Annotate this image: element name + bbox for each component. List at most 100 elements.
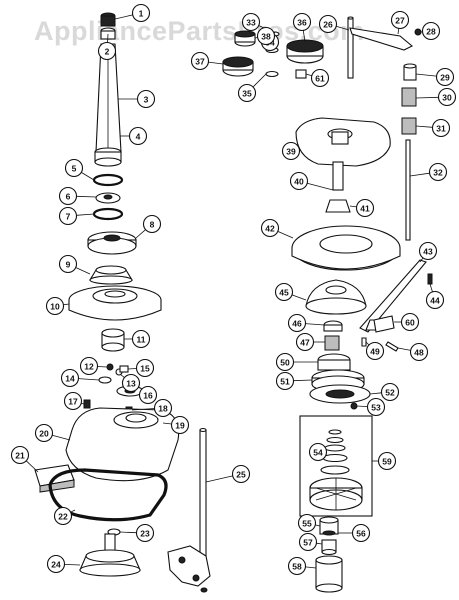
callout-45: 45 bbox=[274, 282, 294, 302]
callout-number-47: 47 bbox=[300, 338, 310, 348]
callout-54: 54 bbox=[308, 442, 328, 462]
callout-circle-6 bbox=[58, 186, 78, 206]
leader-line-7 bbox=[76, 213, 95, 216]
callout-39: 39 bbox=[281, 141, 301, 161]
callout-38: 38 bbox=[256, 26, 276, 46]
callout-40: 40 bbox=[289, 171, 309, 191]
leader-line-26 bbox=[336, 25, 350, 31]
callout-circle-14 bbox=[60, 368, 80, 388]
callout-number-24: 24 bbox=[51, 560, 61, 570]
leader-line-37 bbox=[208, 61, 224, 65]
callout-55: 55 bbox=[297, 513, 317, 533]
callout-4: 4 bbox=[128, 126, 148, 146]
callout-5: 5 bbox=[64, 158, 84, 178]
callout-circle-23 bbox=[135, 523, 155, 543]
callout-number-60: 60 bbox=[405, 318, 415, 328]
callout-number-41: 41 bbox=[360, 204, 370, 214]
leader-line-40 bbox=[307, 182, 334, 191]
leader-line-6 bbox=[76, 195, 97, 198]
callout-number-21: 21 bbox=[15, 451, 25, 461]
callout-circle-47 bbox=[295, 332, 315, 352]
callout-25: 25 bbox=[231, 464, 251, 484]
leader-line-45 bbox=[291, 294, 307, 301]
callout-number-37: 37 bbox=[195, 57, 205, 67]
callout-circle-31 bbox=[431, 118, 451, 138]
callout-46: 46 bbox=[287, 313, 307, 333]
callout-number-10: 10 bbox=[50, 302, 60, 312]
callout-number-13: 13 bbox=[126, 379, 136, 389]
leader-line-32 bbox=[409, 172, 430, 177]
callout-33: 33 bbox=[241, 12, 261, 32]
callout-number-55: 55 bbox=[302, 519, 312, 529]
leader-line-42 bbox=[277, 231, 294, 239]
leader-line-51 bbox=[293, 379, 313, 382]
callout-number-31: 31 bbox=[436, 124, 446, 134]
leader-line-21 bbox=[25, 460, 39, 473]
callout-41: 41 bbox=[355, 198, 375, 218]
callout-28: 28 bbox=[421, 21, 441, 41]
callout-circle-33 bbox=[241, 12, 261, 32]
callout-number-11: 11 bbox=[137, 335, 146, 345]
callout-56: 56 bbox=[351, 523, 371, 543]
callout-number-45: 45 bbox=[279, 288, 289, 298]
callout-circle-18 bbox=[153, 398, 173, 418]
callout-number-12: 12 bbox=[84, 362, 94, 372]
callout-number-23: 23 bbox=[140, 529, 150, 539]
callout-15: 15 bbox=[135, 358, 155, 378]
callout-number-33: 33 bbox=[246, 18, 256, 28]
callout-44: 44 bbox=[425, 290, 445, 310]
left-parts bbox=[34, 12, 211, 593]
callout-number-26: 26 bbox=[323, 20, 333, 30]
callout-circle-26 bbox=[318, 14, 338, 34]
callout-number-9: 9 bbox=[66, 260, 71, 270]
callout-number-29: 29 bbox=[440, 73, 450, 83]
callout-21: 21 bbox=[10, 445, 30, 465]
callout-number-51: 51 bbox=[280, 377, 290, 387]
callout-9: 9 bbox=[58, 254, 78, 274]
callout-circle-43 bbox=[418, 241, 438, 261]
callout-number-44: 44 bbox=[430, 296, 440, 306]
callout-number-2: 2 bbox=[105, 47, 110, 57]
callout-circle-49 bbox=[365, 341, 385, 361]
callout-circle-9 bbox=[58, 254, 78, 274]
callout-circle-28 bbox=[421, 21, 441, 41]
callout-circle-3 bbox=[136, 89, 156, 109]
callout-17: 17 bbox=[63, 391, 83, 411]
callout-circle-46 bbox=[287, 313, 307, 333]
leader-line-20 bbox=[52, 434, 71, 441]
callout-number-53: 53 bbox=[371, 403, 381, 413]
callout-number-19: 19 bbox=[175, 421, 185, 431]
leader-line-5 bbox=[81, 172, 95, 181]
leader-line-58 bbox=[305, 566, 317, 569]
callout-13: 13 bbox=[121, 373, 141, 393]
leader-line-14 bbox=[78, 378, 100, 381]
callout-number-28: 28 bbox=[426, 27, 436, 37]
callout-circle-27 bbox=[390, 10, 410, 30]
leader-line-53 bbox=[356, 405, 368, 407]
callout-3: 3 bbox=[136, 89, 156, 109]
callout-circle-52 bbox=[380, 382, 400, 402]
callout-circle-24 bbox=[46, 554, 66, 574]
callout-circle-56 bbox=[351, 523, 371, 543]
callout-61: 61 bbox=[310, 68, 330, 88]
callout-number-58: 58 bbox=[292, 562, 302, 572]
callout-number-56: 56 bbox=[356, 529, 366, 539]
callout-number-59: 59 bbox=[382, 457, 392, 467]
callout-circle-59 bbox=[377, 451, 397, 471]
callout-number-35: 35 bbox=[242, 89, 252, 99]
callout-number-4: 4 bbox=[136, 132, 141, 142]
callout-circle-48 bbox=[409, 342, 429, 362]
leader-line-43 bbox=[419, 257, 424, 263]
callout-number-22: 22 bbox=[58, 512, 68, 522]
callout-circle-51 bbox=[275, 371, 295, 391]
callout-42: 42 bbox=[260, 218, 280, 238]
callout-number-46: 46 bbox=[292, 319, 302, 329]
callout-circle-25 bbox=[231, 464, 251, 484]
callout-49: 49 bbox=[365, 341, 385, 361]
callout-31: 31 bbox=[431, 118, 451, 138]
callout-number-16: 16 bbox=[143, 391, 153, 401]
callout-circle-4 bbox=[128, 126, 148, 146]
callout-circle-11 bbox=[131, 329, 151, 349]
callout-number-6: 6 bbox=[66, 192, 71, 202]
